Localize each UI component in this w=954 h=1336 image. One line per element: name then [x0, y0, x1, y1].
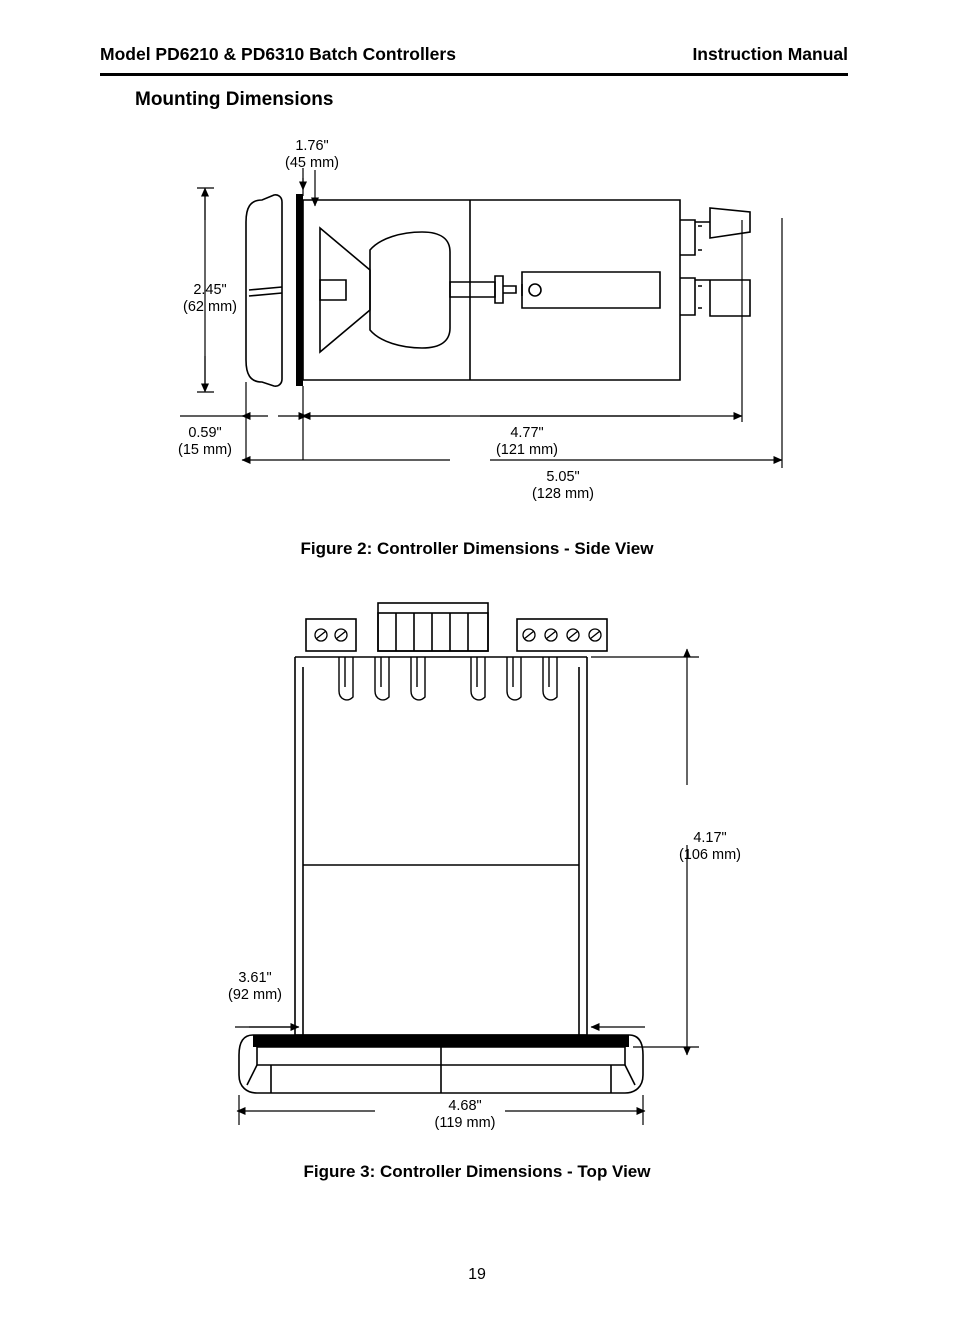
dim-bezel-depth-in: 0.59" — [188, 425, 222, 441]
dim-overall-depth: 5.05" (128 mm) — [503, 469, 623, 503]
dim-bezel-width-mm: (119 mm) — [434, 1115, 496, 1131]
page-header: Model PD6210 & PD6310 Batch Controllers … — [100, 44, 848, 65]
dim-body-depth-mm: (121 mm) — [495, 442, 559, 458]
dim-top-depth: 4.17" (106 mm) — [645, 830, 775, 864]
dim-bezel-depth-mm: (15 mm) — [178, 442, 232, 458]
dim-top-width: 1.76" (45 mm) — [252, 138, 372, 172]
dim-bezel-width-in: 4.68" — [448, 1098, 482, 1114]
dim-case-width-mm: (92 mm) — [228, 987, 282, 1003]
dim-bezel-width: 4.68" (119 mm) — [405, 1098, 525, 1132]
header-divider — [100, 73, 848, 76]
dim-top-depth-mm: (106 mm) — [678, 847, 742, 863]
dim-top-depth-in: 4.17" — [693, 830, 727, 846]
dim-body-depth-in: 4.77" — [510, 425, 544, 441]
dim-top-width-in: 1.76" — [295, 138, 329, 154]
figure-3-caption: Figure 3: Controller Dimensions - Top Vi… — [303, 1162, 651, 1181]
figure-3-drawing — [235, 602, 699, 1125]
figure-2-drawing — [180, 168, 783, 468]
page-title: Mounting Dimensions — [135, 89, 334, 110]
dim-height: 2.45" (62 mm) — [150, 282, 270, 316]
dim-top-width-mm: (45 mm) — [285, 155, 339, 171]
header-left-title: Model PD6210 & PD6310 Batch Controllers — [100, 44, 456, 64]
dim-overall-depth-in: 5.05" — [546, 469, 580, 485]
dim-case-width: 3.61" (92 mm) — [195, 970, 315, 1004]
dim-bezel-depth: 0.59" (15 mm) — [145, 425, 265, 459]
figure-2-caption: Figure 2: Controller Dimensions - Side V… — [300, 539, 654, 558]
header-right-title: Instruction Manual — [692, 44, 848, 64]
dim-body-depth: 4.77" (121 mm) — [467, 425, 587, 459]
dim-overall-depth-mm: (128 mm) — [531, 486, 595, 502]
dim-height-mm: (62 mm) — [183, 299, 237, 315]
dim-height-in: 2.45" — [193, 282, 227, 298]
dim-case-width-in: 3.61" — [238, 970, 272, 986]
page-number: 19 — [468, 1266, 486, 1283]
